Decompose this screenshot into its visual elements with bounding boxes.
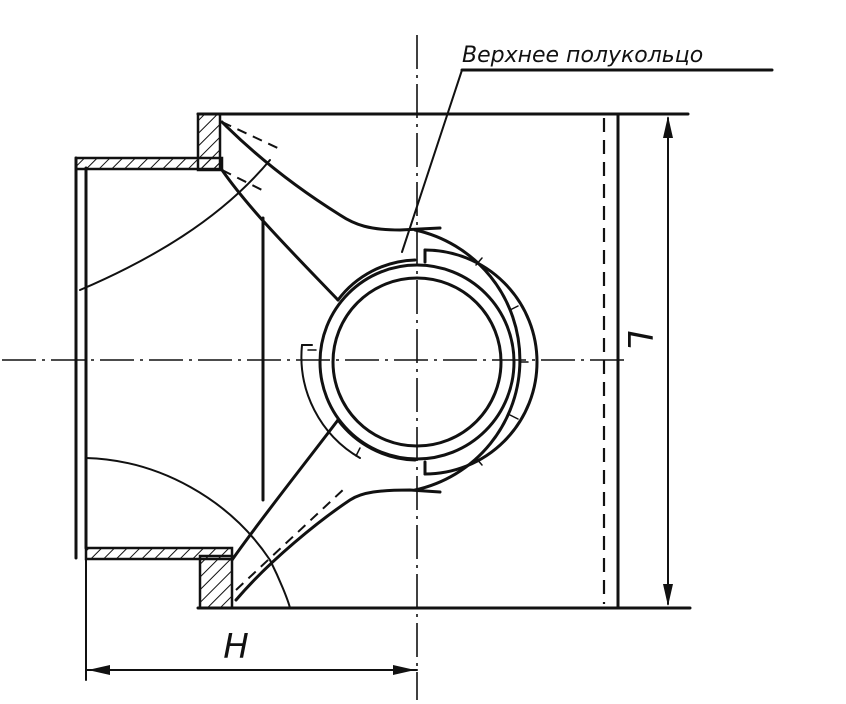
ring-assembly	[300, 228, 539, 492]
dimension-l: L	[619, 116, 673, 606]
dimension-h-label: H	[223, 627, 249, 667]
callout-leader	[401, 69, 463, 253]
top-pipe-wall	[74, 156, 224, 171]
bore	[331, 276, 503, 448]
dimension-l-label: L	[619, 331, 659, 350]
top-flange	[196, 112, 222, 172]
outer-ring	[318, 263, 516, 461]
bottom-flange	[198, 554, 234, 610]
dimension-h: H	[85, 559, 418, 681]
callout-text: Верхнее полукольцо	[462, 43, 703, 68]
ring-ticks	[307, 257, 529, 466]
centerlines	[2, 35, 625, 700]
bottom-pipe-wall	[84, 546, 234, 561]
support-arms	[220, 120, 442, 602]
callout: Верхнее полукольцо	[401, 43, 774, 253]
upper-half-ring	[423, 248, 539, 476]
contour-curves	[79, 159, 291, 609]
housing-outline	[74, 112, 692, 610]
hatched-flanges	[74, 112, 234, 610]
